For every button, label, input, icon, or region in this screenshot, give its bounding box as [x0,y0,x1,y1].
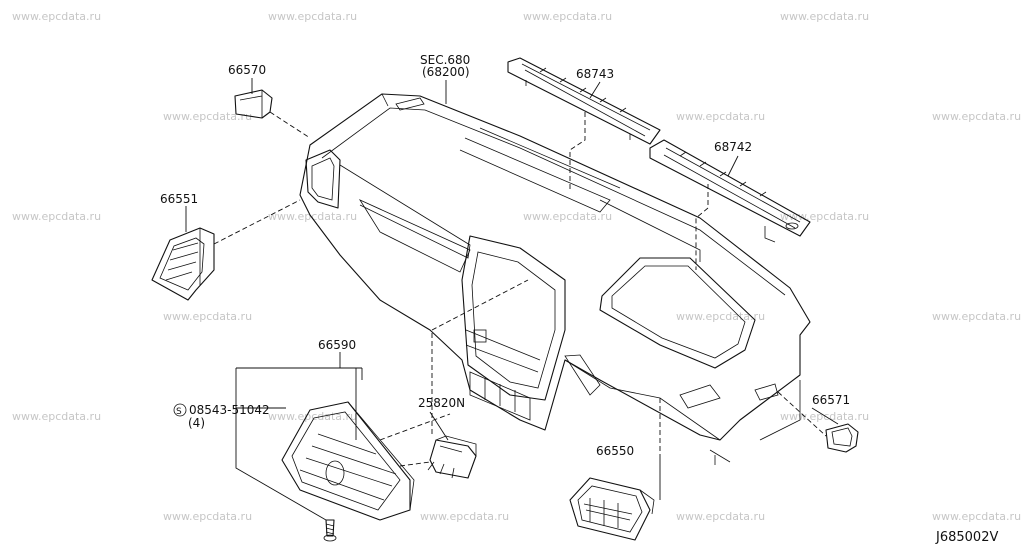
watermark-layer: www.epcdata.ru www.epcdata.ru www.epcdat… [12,10,1021,523]
watermark: www.epcdata.ru [523,210,612,223]
watermark: www.epcdata.ru [268,10,357,23]
screw-symbol: S [176,407,182,417]
labels: 66570 SEC.680 (68200) 68743 68742 66551 … [160,53,998,545]
watermark: www.epcdata.ru [12,210,101,223]
label-68743: 68743 [576,67,614,81]
watermark: www.epcdata.ru [268,210,357,223]
part-screw [323,519,337,542]
watermark: www.epcdata.ru [163,310,252,323]
watermark: www.epcdata.ru [780,10,869,23]
watermark: www.epcdata.ru [932,510,1021,523]
label-sec-680: SEC.680 [420,53,470,67]
leader-lines [185,78,839,521]
watermark: www.epcdata.ru [523,10,612,23]
screw-symbol-circle [173,403,187,417]
part-25820n-switch [427,435,477,479]
watermark: www.epcdata.ru [932,310,1021,323]
part-66551-side-vent [151,227,215,301]
diagram-reference: J685002V [935,530,998,545]
part-68743-defroster-grille [507,57,661,145]
part-68742-defroster-grille [649,139,811,243]
watermark: www.epcdata.ru [932,110,1021,123]
part-66571-clip [825,423,859,453]
watermark: www.epcdata.ru [780,210,869,223]
label-screw-qty: (4) [188,416,205,430]
watermark: www.epcdata.ru [163,510,252,523]
label-66570: 66570 [228,63,266,77]
watermark: www.epcdata.ru [268,410,357,423]
label-66550: 66550 [596,444,634,458]
watermark: www.epcdata.ru [420,510,509,523]
label-08543-51042: 08543-51042 [189,403,270,417]
watermark: www.epcdata.ru [12,10,101,23]
part-66590-center-vent [281,401,415,521]
part-66550-center-vent [569,477,655,541]
label-68742: 68742 [714,140,752,154]
watermark: www.epcdata.ru [676,110,765,123]
watermark: www.epcdata.ru [163,110,252,123]
watermark: www.epcdata.ru [12,410,101,423]
label-sec-68200: (68200) [422,65,470,79]
label-66551: 66551 [160,192,198,206]
label-66590: 66590 [318,338,356,352]
watermark: www.epcdata.ru [676,510,765,523]
label-66571: 66571 [812,393,850,407]
instrument-panel [299,93,811,465]
label-25820n: 25820N [418,396,465,410]
watermark: www.epcdata.ru [780,410,869,423]
